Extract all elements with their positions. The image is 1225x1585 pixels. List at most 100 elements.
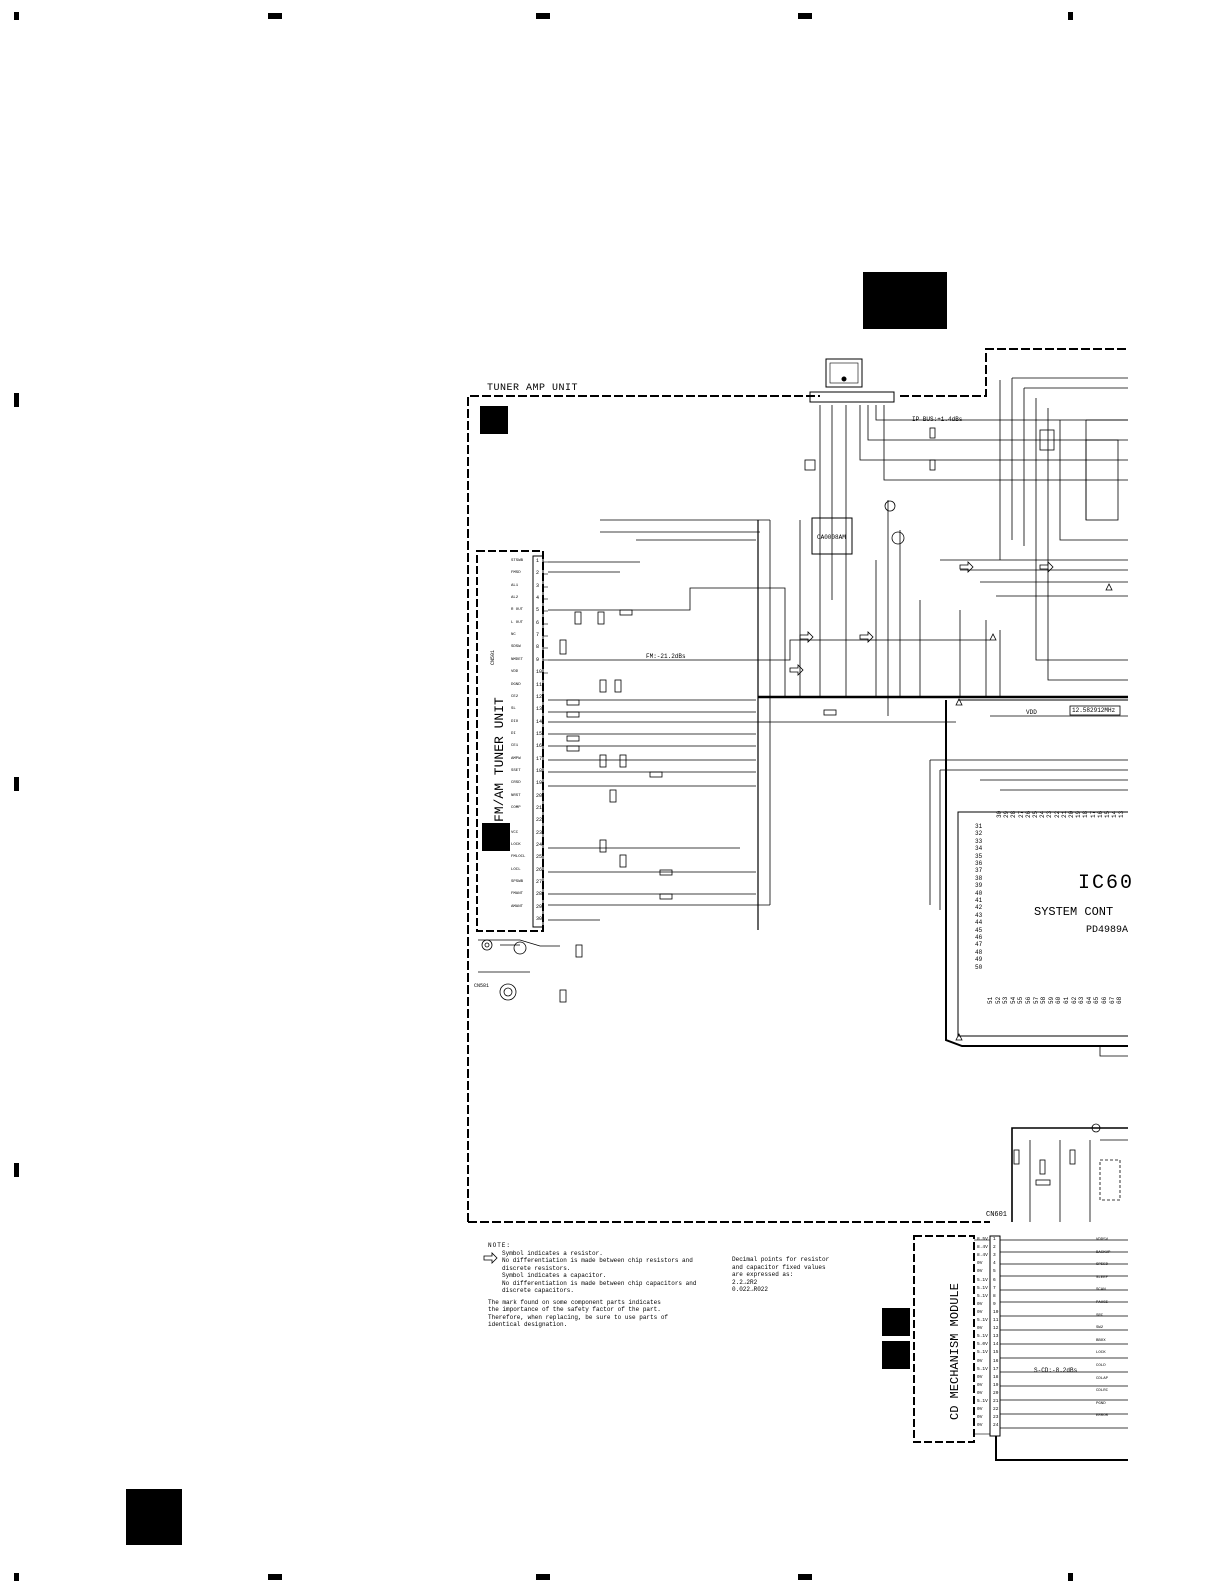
- ic-pin-number: 23: [1046, 810, 1054, 818]
- cd-pin-number: 13: [993, 1334, 999, 1340]
- cd-pin-number: 21: [993, 1399, 999, 1404]
- ic-pin-number: 44: [975, 919, 983, 927]
- cd-pin-number: 4: [993, 1261, 996, 1267]
- marker-block-a: [480, 406, 508, 434]
- cd-pin-number: 8: [993, 1293, 996, 1299]
- cd-pin-voltage: 8.5V: [977, 1237, 988, 1242]
- tuner-pin-name: SL: [511, 707, 516, 712]
- fm-level: FM:-21.2dBs: [646, 653, 686, 660]
- tuner-pin-name: AMANT: [511, 904, 524, 909]
- ic-pin-number: 48: [975, 948, 983, 956]
- ic-pin-number: 67: [1108, 996, 1116, 1004]
- tuner-pin-name: DIO: [511, 719, 519, 724]
- note-capacitor: Symbol indicates a capacitor.: [502, 1272, 607, 1279]
- cd-pin-voltage: 8.4V: [977, 1253, 988, 1259]
- tuner-pin-number: 17: [536, 755, 543, 762]
- ic-pin-number: 66: [1101, 996, 1108, 1004]
- ic-pin-number: 36: [975, 860, 983, 867]
- cd-pin-voltage: 0V: [977, 1374, 983, 1380]
- note-heading: NOTE:: [488, 1242, 512, 1249]
- tuner-pin-number: 3: [536, 582, 540, 589]
- note-capacitor-2: No differentiation is made between chip …: [502, 1279, 697, 1287]
- cd-pin-voltage: 0V: [977, 1269, 983, 1275]
- tuner-pin-name: NMDET: [511, 657, 524, 662]
- cd-pin-number: 18: [993, 1374, 999, 1380]
- decimal-2: and capacitor fixed values: [732, 1263, 826, 1271]
- tuner-pin-name: SDSW: [511, 645, 521, 650]
- cd-pin-voltage: 0V: [977, 1301, 983, 1307]
- cd-pin-voltage: 5.1V: [977, 1293, 988, 1299]
- cd-pin-voltage: 0V: [977, 1309, 983, 1315]
- tuner-pin-name: VCC: [511, 830, 519, 835]
- cd-pin-number: 12: [993, 1326, 999, 1332]
- component-marks: [481, 427, 1121, 1201]
- ic-pin-number: 62: [1070, 996, 1078, 1004]
- cd-signal-name: SW2: [1096, 1326, 1104, 1331]
- cd-pin-number: 2: [993, 1245, 996, 1251]
- ic-pin-number: 41: [975, 897, 983, 904]
- decimal-note: Decimal points for resistor and capacito…: [732, 1256, 872, 1294]
- signal-arrows: [483, 561, 1113, 1264]
- ic-pin-number: 50: [975, 963, 983, 971]
- tuner-pin-name: LOCL: [511, 867, 521, 872]
- tuner-pin-number: 15: [536, 730, 543, 737]
- cd-pin-number: 24: [993, 1423, 999, 1429]
- tuner-pin-number: 22: [536, 817, 543, 824]
- tuner-pin-number: 4: [536, 595, 540, 602]
- tuner-pin-name: DI: [511, 731, 516, 736]
- ic-pin-number: 42: [975, 904, 983, 912]
- ip-bus-level: IP BUS:+1.4dBs: [912, 416, 963, 423]
- ic-pin-number: 31: [975, 823, 983, 830]
- cd-signal-name: SCAN: [1096, 1288, 1106, 1293]
- decimal-3: are expressed as:: [732, 1271, 794, 1278]
- tuner-pin-number: 24: [536, 842, 543, 849]
- marker-block-c: [882, 1308, 910, 1336]
- tuner-pin-name: STSWB: [511, 559, 524, 563]
- tuner-pin-number: 16: [536, 743, 543, 750]
- ic-pin-number: 58: [1040, 996, 1048, 1004]
- ic-pin-number: 46: [975, 934, 983, 941]
- system-controller-ic: [945, 699, 1128, 1047]
- corner-block-bottom: [126, 1489, 182, 1545]
- tuner-pin-number: 29: [536, 903, 543, 910]
- cd-pin-voltage: 5.1V: [977, 1399, 988, 1404]
- ic-pin-number: 43: [975, 911, 983, 919]
- ic-pin-number: 45: [975, 926, 983, 934]
- ic-pin-number: 27: [1017, 810, 1025, 818]
- tuner-pin-number: 14: [536, 718, 543, 725]
- tuner-pin-number: 21: [536, 805, 543, 811]
- cd-pin-number: 5: [993, 1269, 996, 1275]
- ic-part: PD4989A: [1086, 925, 1129, 936]
- tuner-pin-name: VDD: [511, 670, 519, 675]
- cd-pin-ticks: [974, 1239, 990, 1435]
- note-resistor-3: discrete resistors.: [502, 1264, 571, 1272]
- cd-connector-label: CN601: [986, 1211, 1008, 1219]
- ic-pin-number: 40: [975, 889, 983, 897]
- tuner-pin-name: CE2: [511, 694, 519, 699]
- ic-amp-label: CA0008AM: [817, 534, 846, 541]
- tuner-pin-number: 19: [536, 780, 543, 787]
- note-safety-3: Therefore, when replacing, be sure to us…: [488, 1313, 669, 1321]
- tuner-pin-name: LOCK: [511, 843, 521, 848]
- tuner-module-title: FM/AM TUNER UNIT: [492, 697, 507, 822]
- decimal-5: 0.022→R022: [732, 1286, 769, 1293]
- tuner-pin-name: FMLOCL: [511, 855, 526, 860]
- ic-pin-number: 61: [1063, 996, 1070, 1004]
- cd-signal-name: SLEEP: [1096, 1275, 1109, 1280]
- ic-pin-number: 54: [1009, 996, 1017, 1004]
- tuner-pin-number: 2: [536, 570, 540, 577]
- cd-signal-name: CDLAP: [1096, 1376, 1109, 1381]
- tuner-pin-name: CE1: [511, 744, 519, 749]
- tuner-pin-name: L OUT: [511, 620, 524, 625]
- note-safety-4: identical designation.: [488, 1321, 568, 1328]
- ic-pin-number: 22: [1053, 810, 1061, 818]
- ic-designation: IC60: [1078, 872, 1135, 895]
- cd-pin-voltage: 0V: [977, 1407, 983, 1413]
- power-section-outline: [1011, 1127, 1128, 1222]
- ic-pin-number: 68: [1116, 996, 1124, 1004]
- tuner-pin-name: FMANT: [511, 892, 524, 897]
- tuner-pin-number: 12: [536, 693, 543, 700]
- cd-pin-number: 15: [993, 1350, 999, 1356]
- ic-pin-number: 17: [1089, 810, 1097, 818]
- cd-pin-number: 10: [993, 1309, 999, 1315]
